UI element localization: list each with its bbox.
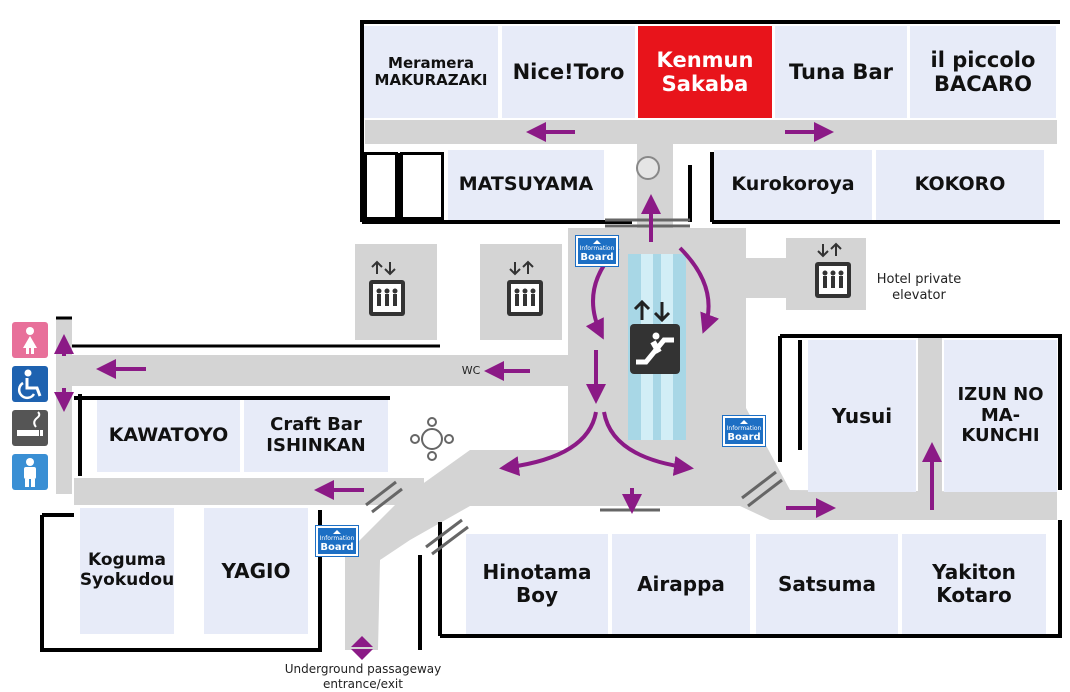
elevator-icon — [507, 260, 543, 316]
info-board-line1: Information — [726, 424, 762, 432]
partition-lines — [56, 316, 440, 348]
shop-label: Kenmun Sakaba — [656, 47, 754, 96]
shop-airappa[interactable]: Airappa — [612, 534, 750, 634]
shop-label: YAGIO — [221, 558, 291, 583]
info-board-line2: Board — [727, 431, 761, 443]
wc-label: WC — [461, 364, 481, 377]
shop-kurokoroya[interactable]: Kurokoroya — [714, 150, 872, 220]
shop-kawatoyo[interactable]: KAWATOYO — [97, 400, 240, 472]
smoking-area-icon — [12, 410, 48, 446]
door-markers — [365, 218, 783, 556]
shop-kokoro[interactable]: KOKORO — [876, 150, 1044, 220]
pillar — [636, 156, 660, 180]
storage-room — [400, 152, 444, 220]
shop-yusui[interactable]: Yusui — [808, 340, 916, 492]
shop-izun-no-ma-kunchi[interactable]: IZUN NO MA-KUNCHI — [944, 340, 1057, 492]
shop-label: Yakiton Kotaro — [932, 560, 1016, 607]
shop-label: Airappa — [637, 571, 725, 596]
exit-marker-icon — [351, 636, 373, 660]
shop-il-piccolo-bacaro[interactable]: il piccolo BACARO — [910, 26, 1056, 118]
shop-yakiton-kotaro[interactable]: Yakiton Kotaro — [902, 534, 1046, 634]
shop-tuna-bar[interactable]: Tuna Bar — [775, 26, 907, 118]
shop-yagio[interactable]: YAGIO — [204, 508, 308, 634]
shop-label: Hinotama Boy — [482, 560, 592, 607]
info-board-line2: Board — [320, 541, 354, 553]
shop-label: KAWATOYO — [108, 424, 229, 447]
shop-label: Craft Bar ISHINKAN — [266, 414, 366, 456]
shop-kenmun-sakaba-highlighted[interactable]: Kenmun Sakaba — [638, 26, 772, 118]
shop-nice-toro[interactable]: Nice!Toro — [502, 26, 635, 118]
shop-label: Nice!Toro — [512, 59, 625, 84]
shop-label: il piccolo BACARO — [930, 47, 1036, 96]
shop-hinotama-boy[interactable]: Hinotama Boy — [466, 534, 608, 634]
women-restroom-icon — [12, 322, 48, 358]
shop-satsuma[interactable]: Satsuma — [756, 534, 898, 634]
accessible-restroom-icon — [12, 366, 48, 402]
shop-label: Koguma Syokudou — [79, 550, 175, 590]
shop-meramera-makurazaki[interactable]: Meramera MAKURAZAKI — [364, 26, 498, 118]
info-board-line2: Board — [580, 251, 614, 263]
table-and-chairs-icon — [410, 417, 454, 461]
shop-label: Yusui — [831, 403, 893, 428]
shop-label: MATSUYAMA — [458, 173, 594, 196]
shop-label: Tuna Bar — [789, 59, 893, 84]
men-restroom-icon — [12, 454, 48, 490]
shop-label: KOKORO — [914, 173, 1006, 196]
shop-label: Satsuma — [778, 571, 876, 596]
walls — [40, 20, 1062, 652]
hotel-elevator-label: Hotel private elevator — [876, 272, 962, 304]
shop-label: Meramera MAKURAZAKI — [374, 53, 488, 89]
underground-entrance-label: Underground passageway entrance/exit — [284, 662, 442, 691]
shop-craft-bar-ishinkan[interactable]: Craft Bar ISHINKAN — [244, 400, 388, 472]
storage-room — [364, 152, 398, 220]
elevator-icon — [369, 260, 405, 316]
shop-matsuyama[interactable]: MATSUYAMA — [448, 150, 604, 220]
shop-label: IZUN NO MA-KUNCHI — [957, 383, 1044, 447]
shop-label: Kurokoroya — [731, 173, 855, 196]
escalator-icon — [630, 299, 680, 374]
elevator-icon — [815, 242, 851, 298]
info-board-line1: Information — [319, 534, 355, 542]
info-board-line1: Information — [579, 244, 615, 252]
shop-koguma-syokudou[interactable]: Koguma Syokudou — [80, 508, 174, 634]
direction-arrows — [54, 122, 942, 518]
